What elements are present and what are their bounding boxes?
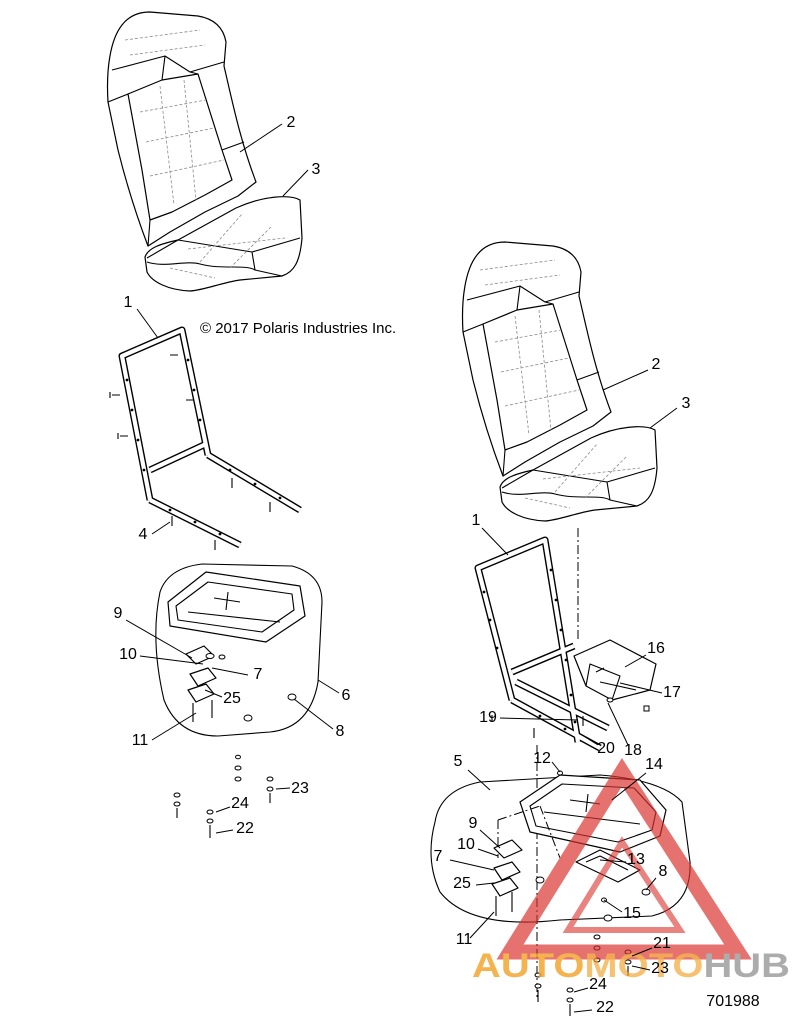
callout-15: 15 — [623, 905, 641, 922]
callout-22: 22 — [596, 999, 614, 1016]
callout-3: 3 — [682, 395, 691, 412]
callout-24: 24 — [589, 976, 607, 993]
callout-4: 4 — [139, 526, 148, 543]
seat-frame-left — [109, 326, 302, 550]
callout-8: 8 — [336, 723, 345, 740]
callout-23: 23 — [651, 960, 669, 977]
callout-9: 9 — [114, 605, 123, 622]
callouts-left: 2 3 1 4 9 10 7 25 6 8 11 23 24 22 — [114, 114, 351, 837]
callouts-right: 2 3 1 16 17 19 20 18 12 14 5 9 10 7 25 1… — [434, 356, 691, 1016]
seat-left — [106, 11, 303, 292]
callout-11: 11 — [132, 732, 149, 749]
callout-1: 1 — [472, 512, 481, 529]
callout-2: 2 — [287, 114, 296, 131]
callout-10: 10 — [457, 836, 475, 853]
callout-14: 14 — [645, 756, 663, 773]
callout-23: 23 — [291, 780, 309, 797]
seat-base-assembly-left — [155, 563, 323, 737]
seat-right — [461, 241, 658, 522]
callout-7: 7 — [434, 848, 443, 865]
callout-18: 18 — [624, 742, 642, 759]
figure-number: 701988 — [706, 993, 759, 1010]
hardware-left — [173, 754, 274, 838]
callout-20: 20 — [597, 740, 615, 757]
callout-2: 2 — [652, 356, 661, 373]
callout-1: 1 — [124, 294, 133, 311]
callout-5: 5 — [454, 753, 463, 770]
seat-frame-right — [474, 536, 610, 752]
callout-8: 8 — [659, 863, 668, 880]
callout-6: 6 — [342, 687, 351, 704]
callout-3: 3 — [312, 161, 321, 178]
mounting-bracket — [573, 639, 657, 712]
callout-12: 12 — [533, 750, 551, 767]
callout-21: 21 — [653, 935, 671, 952]
callout-19: 19 — [479, 709, 497, 726]
callout-25: 25 — [223, 690, 241, 707]
copyright-text: © 2017 Polaris Industries Inc. — [200, 320, 396, 337]
callout-9: 9 — [469, 815, 478, 832]
callout-22: 22 — [236, 820, 254, 837]
callout-17: 17 — [663, 684, 681, 701]
callout-7: 7 — [254, 666, 263, 683]
callout-24: 24 — [231, 795, 249, 812]
callout-16: 16 — [647, 640, 665, 657]
callout-25: 25 — [453, 875, 471, 892]
hardware-right — [534, 934, 632, 1016]
callout-11: 11 — [456, 931, 473, 948]
callout-13: 13 — [627, 851, 645, 868]
callout-10: 10 — [119, 646, 137, 663]
